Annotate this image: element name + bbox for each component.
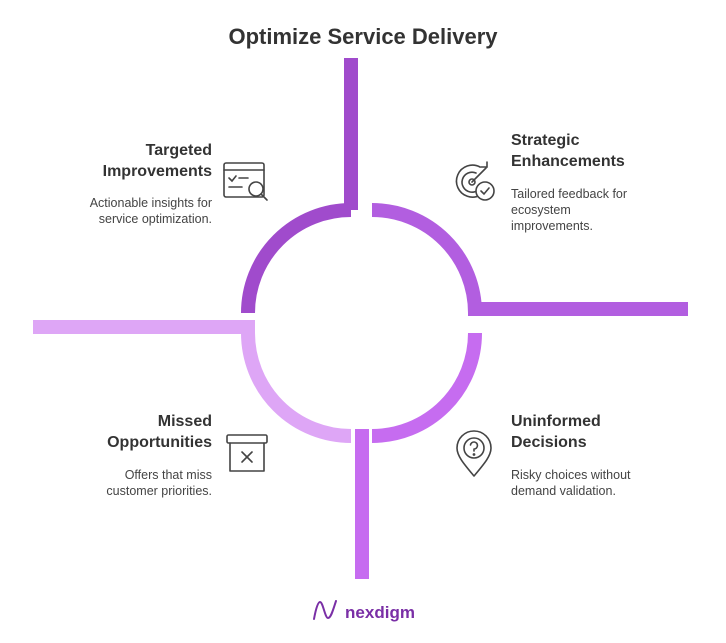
brand-name: nexdigm	[345, 602, 415, 622]
quadrant-title-line: Opportunities	[107, 434, 212, 451]
archive-x-icon	[224, 431, 270, 482]
quadrant-desc-line: Tailored feedback for	[511, 187, 628, 201]
quadrant-desc-line: Actionable insights for	[89, 196, 212, 210]
question-pin-icon	[452, 428, 496, 485]
quadrant-arc-bottom-left	[33, 320, 352, 443]
brand-footer: nexdigm	[0, 598, 726, 627]
quadrant-desc-top-right: Tailored feedback for ecosystem improvem…	[511, 186, 691, 234]
quadrant-desc-line: improvements.	[511, 219, 593, 233]
quadrant-desc-top-left: Actionable insights for service optimiza…	[40, 195, 212, 227]
quadrant-desc-line: service optimization.	[98, 212, 212, 226]
quadrant-title-line: Enhancements	[511, 153, 625, 170]
quadrant-title-line: Uninformed	[511, 413, 601, 430]
quadrant-title-top-left: Targeted Improvements	[60, 140, 212, 182]
quadrant-title-line: Targeted	[145, 142, 212, 159]
target-check-icon	[450, 158, 500, 213]
quadrant-desc-line: customer priorities.	[106, 484, 212, 498]
quadrant-title-bottom-left: Missed Opportunities	[60, 411, 212, 453]
quadrant-arc-top-left	[241, 58, 358, 314]
quadrant-desc-line: Offers that miss	[124, 468, 212, 482]
quadrant-title-bottom-right: Uninformed Decisions	[511, 411, 691, 453]
quadrant-desc-line: ecosystem	[511, 203, 571, 217]
search-document-icon	[222, 160, 272, 209]
quadrant-arc-top-right	[371, 203, 688, 316]
quadrant-title-line: Missed	[157, 413, 212, 430]
diagram-title: Optimize Service Delivery	[228, 24, 498, 49]
quadrant-title-line: Improvements	[102, 163, 212, 180]
quadrant-desc-bottom-left: Offers that miss customer priorities.	[40, 467, 212, 499]
quadrant-title-top-right: Strategic Enhancements	[511, 130, 691, 172]
quadrant-desc-bottom-right: Risky choices without demand validation.	[511, 467, 691, 499]
quadrant-title-line: Decisions	[511, 434, 587, 451]
quadrant-desc-line: Risky choices without	[511, 468, 631, 482]
nexdigm-logo-icon	[311, 598, 339, 627]
quadrant-arc-bottom-right	[355, 332, 482, 579]
quadrant-desc-line: demand validation.	[511, 484, 616, 498]
quadrant-title-line: Strategic	[511, 132, 580, 149]
